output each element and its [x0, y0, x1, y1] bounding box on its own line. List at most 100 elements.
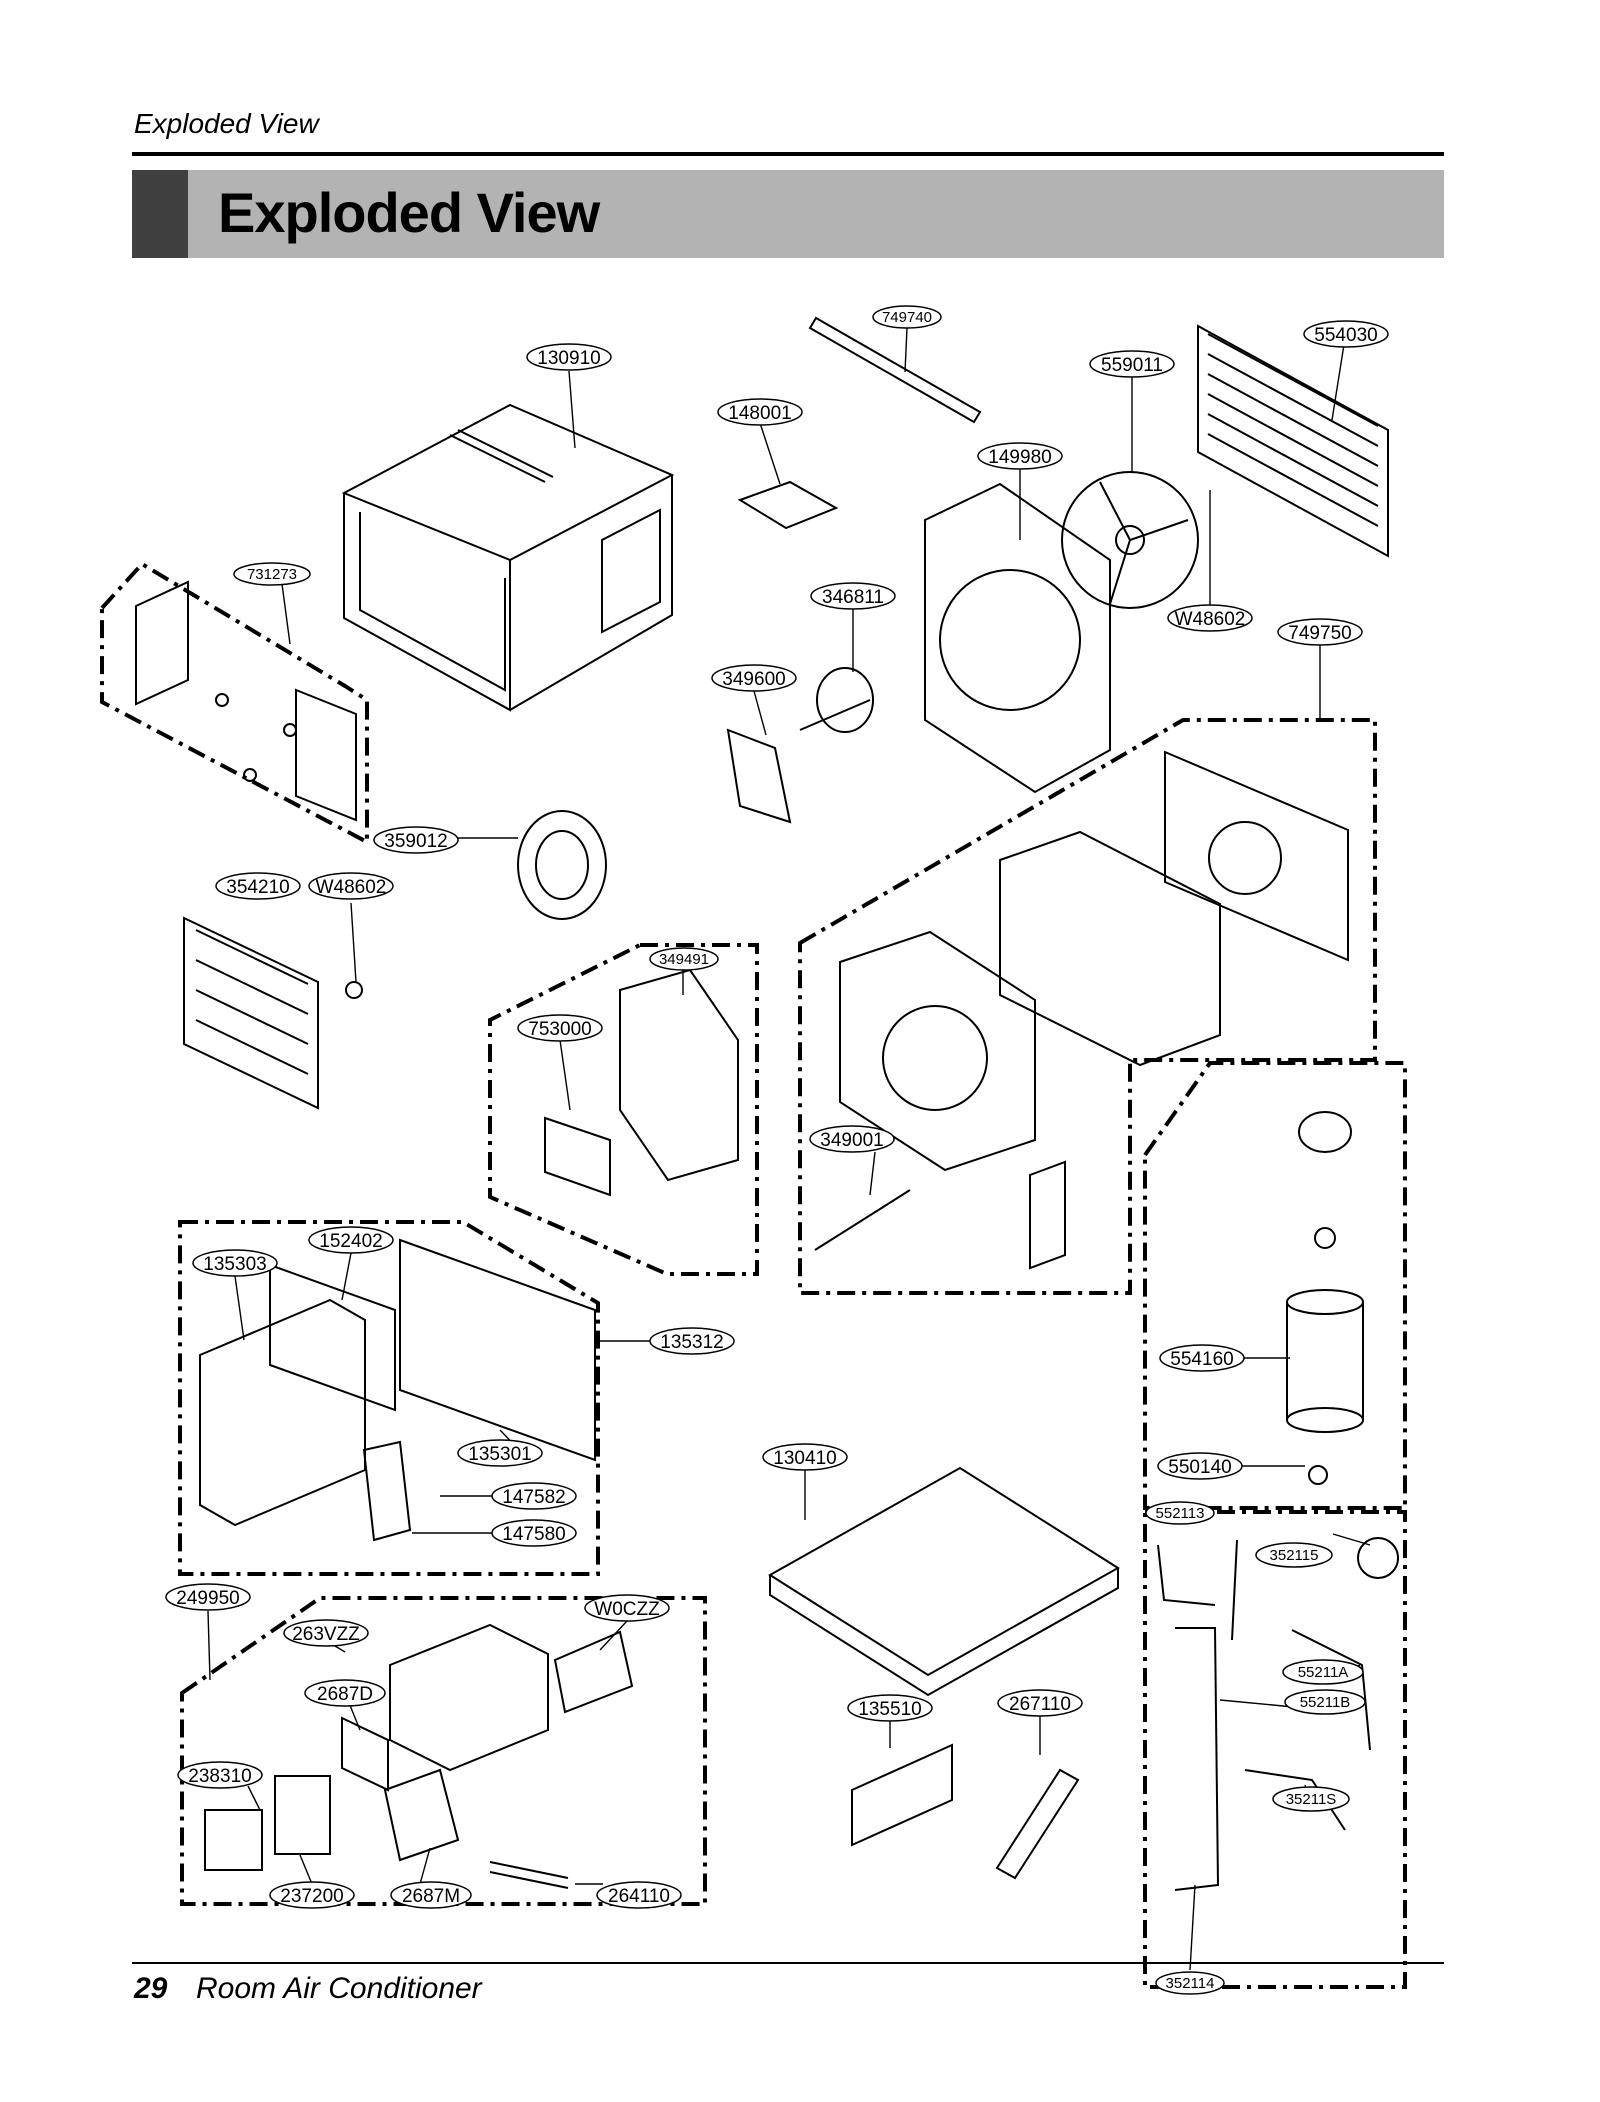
part-callout: 135510 — [847, 1694, 933, 1722]
part-callout: 130910 — [526, 343, 612, 371]
part-number-label: 152402 — [319, 1231, 382, 1252]
part-number-label: W48602 — [1175, 609, 1246, 630]
part-number-label: 249950 — [176, 1588, 239, 1609]
piping-group-boundary — [1143, 1510, 1407, 1989]
part-number-label: 148001 — [728, 403, 791, 424]
part-callout: 349491 — [649, 947, 719, 971]
part-callout: 152402 — [308, 1226, 394, 1254]
part-number-label: W48602 — [316, 877, 387, 898]
top-bar-part — [808, 316, 982, 424]
orifice-shroud-part — [924, 482, 1111, 794]
louver-part — [362, 1440, 412, 1542]
part-callout: 349600 — [711, 664, 797, 692]
pipe-55211A-part — [1291, 1629, 1371, 1751]
part-number-label: 349600 — [722, 669, 785, 690]
side-frame-part — [135, 580, 357, 822]
part-number-label: 130910 — [537, 348, 600, 369]
control-board-part — [274, 1775, 331, 1855]
front-grille-group-boundary — [178, 1220, 600, 1576]
banner-accent-block — [132, 170, 188, 258]
control-group-boundary — [180, 1596, 707, 1906]
part-number-label: 135301 — [468, 1444, 531, 1465]
part-callout: 263VZZ — [283, 1619, 369, 1647]
part-number-label: 2687D — [317, 1684, 373, 1705]
part-number-label: 147580 — [502, 1524, 565, 1545]
part-callout: 554030 — [1303, 320, 1389, 348]
part-callout: 554160 — [1159, 1344, 1245, 1372]
air-guide-box-part — [999, 830, 1221, 1067]
part-number-label: 149980 — [988, 447, 1051, 468]
part-number-label: 753000 — [528, 1019, 591, 1040]
part-number-label: 554030 — [1314, 325, 1377, 346]
air-guide-group-boundary — [798, 718, 1377, 1295]
part-callout: W0CZZ — [584, 1594, 670, 1622]
part-callout: 135303 — [192, 1249, 278, 1277]
part-number-label: 550140 — [1168, 1457, 1231, 1478]
page-title: Exploded View — [218, 181, 600, 244]
capillary-coil-part — [1357, 1537, 1399, 1579]
part-callout: 135301 — [457, 1439, 543, 1467]
part-number-label: 354210 — [226, 877, 289, 898]
pipe-35211S-part — [1244, 1769, 1346, 1831]
part-number-label: 238310 — [188, 1766, 251, 1787]
bracket-part — [737, 480, 839, 530]
part-callout: 352114 — [1155, 1971, 1225, 1995]
part-callout: 135312 — [649, 1327, 735, 1355]
blower-wheel-part — [517, 810, 607, 920]
part-number-label: 552113 — [1156, 1505, 1205, 1522]
part-callout: 149980 — [977, 442, 1063, 470]
condenser-coil-part — [1197, 324, 1389, 558]
part-number-label: 349491 — [659, 951, 709, 968]
part-callout: 753000 — [517, 1014, 603, 1042]
part-callout: 238310 — [177, 1761, 263, 1789]
motor-mount-part — [726, 728, 792, 824]
fan-motor-part — [799, 667, 874, 733]
document-title: Room Air Conditioner — [196, 1972, 482, 2005]
part-number-label: 35211S — [1286, 1791, 1337, 1808]
display-panel-part — [204, 1809, 263, 1871]
part-number-label: 55211B — [1300, 1694, 1351, 1711]
base-pan-part — [768, 1466, 1120, 1677]
part-number-label: 352114 — [1166, 1975, 1215, 1992]
control-cover-part — [851, 1743, 953, 1847]
relay-board-part — [341, 1716, 389, 1792]
part-callout: 55211B — [1284, 1689, 1366, 1715]
part-callout: 731273 — [233, 562, 311, 586]
leader-lines — [207, 327, 1371, 1971]
harness-part — [489, 1861, 569, 1889]
part-callout: 359012 — [373, 826, 459, 854]
air-guide-plate-part — [1164, 750, 1349, 962]
part-callout: 354210 — [215, 872, 301, 900]
cabinet-part — [341, 403, 675, 712]
part-callout: 147580 — [491, 1519, 577, 1547]
power-board-part — [383, 1768, 460, 1862]
part-number-label: 55211A — [1298, 1664, 1349, 1681]
part-callout: 55211A — [1282, 1659, 1364, 1685]
part-number-label: 352115 — [1270, 1547, 1319, 1564]
part-callout: 552113 — [1145, 1501, 1215, 1525]
part-number-label: 349001 — [820, 1130, 883, 1151]
heater-group-boundary — [488, 943, 759, 1276]
part-callout: 237200 — [269, 1881, 355, 1909]
bracket-349001-part — [1029, 1160, 1066, 1270]
remote-control-part — [995, 1768, 1080, 1880]
part-callout: 349001 — [809, 1125, 895, 1153]
header-rule — [132, 152, 1444, 156]
part-number-label: 554160 — [1170, 1349, 1233, 1370]
part-callout: 264110 — [596, 1881, 682, 1909]
part-number-label: 267110 — [1009, 1694, 1071, 1715]
part-callout: W48602 — [1167, 604, 1253, 632]
part-callouts: 749740 554030 130910 559011 148001 14998… — [165, 305, 1389, 1995]
part-number-label: 749750 — [1288, 623, 1351, 644]
compressor-part — [1286, 1111, 1364, 1485]
heater-plate-part — [619, 968, 739, 1182]
part-callout: 249950 — [165, 1583, 251, 1611]
part-number-label: 237200 — [280, 1886, 343, 1907]
part-callout: 352115 — [1255, 1542, 1333, 1568]
running-header: Exploded View — [134, 108, 319, 139]
part-number-label: W0CZZ — [594, 1599, 660, 1620]
part-number-label: 130410 — [773, 1448, 836, 1469]
part-number-label: 135312 — [660, 1332, 723, 1353]
propeller-fan-part — [1061, 471, 1199, 609]
air-guide-front-part — [839, 930, 1036, 1172]
